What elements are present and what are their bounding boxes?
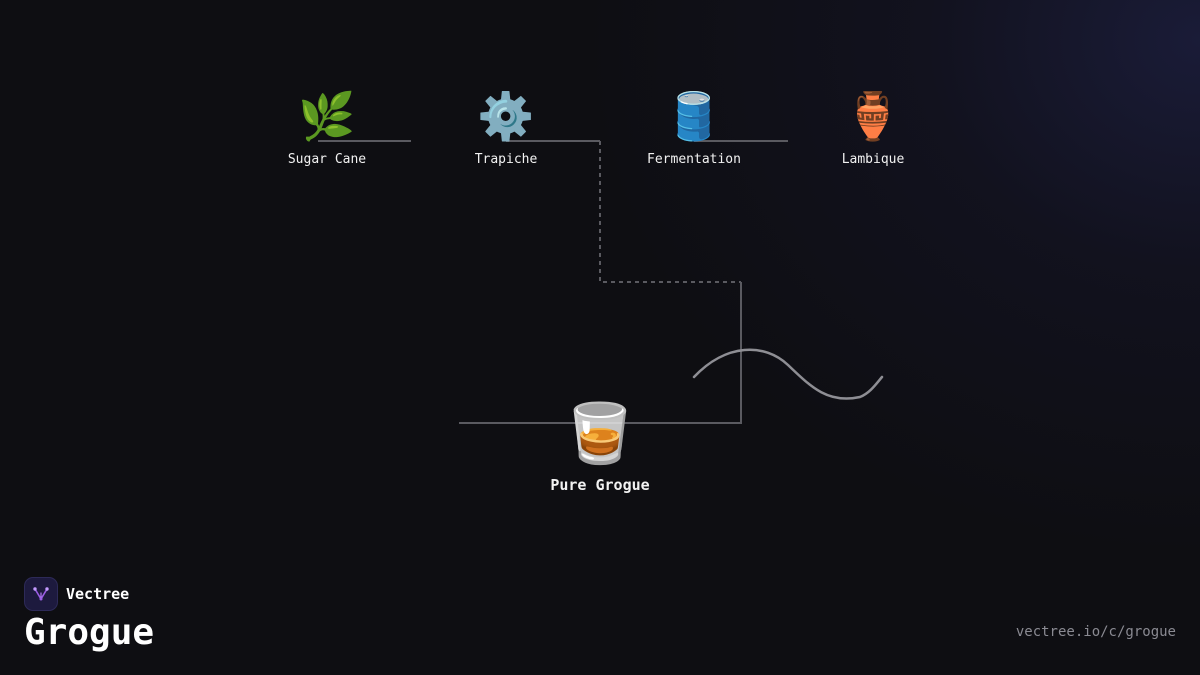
vectree-logo-icon: [24, 577, 58, 611]
herb-icon: 🌿: [298, 89, 356, 143]
page-title: Grogue: [24, 612, 155, 653]
brand: Vectree: [24, 577, 129, 611]
dashed-flow-path: [599, 141, 741, 283]
node-label: Fermentation: [647, 152, 741, 167]
node-trapiche: ⚙️ Trapiche: [436, 88, 576, 167]
node-fermentation: 🛢️ Fermentation: [624, 88, 764, 167]
node-label: Sugar Cane: [287, 152, 367, 167]
node-lambique: 🏺 Lambique: [803, 88, 943, 167]
vectree-logo-mark: [33, 587, 49, 601]
gear-icon: ⚙️: [477, 89, 535, 143]
brand-name: Vectree: [66, 585, 130, 603]
node-label: Trapiche: [474, 152, 538, 167]
flow-path-to-final: [459, 282, 742, 424]
node-label: Lambique: [841, 152, 905, 167]
barrel-icon: 🛢️: [665, 89, 723, 143]
final-node-label: Pure Grogue: [550, 476, 650, 494]
footer-url: vectree.io/c/grogue: [1015, 624, 1176, 640]
tumbler-glass-icon: 🥃: [563, 399, 637, 467]
node-sugar-cane: 🌿 Sugar Cane: [257, 88, 397, 167]
node-pure-grogue: 🥃 Pure Grogue: [530, 400, 670, 494]
wave-curve: [692, 348, 884, 400]
amphora-icon: 🏺: [844, 89, 902, 143]
